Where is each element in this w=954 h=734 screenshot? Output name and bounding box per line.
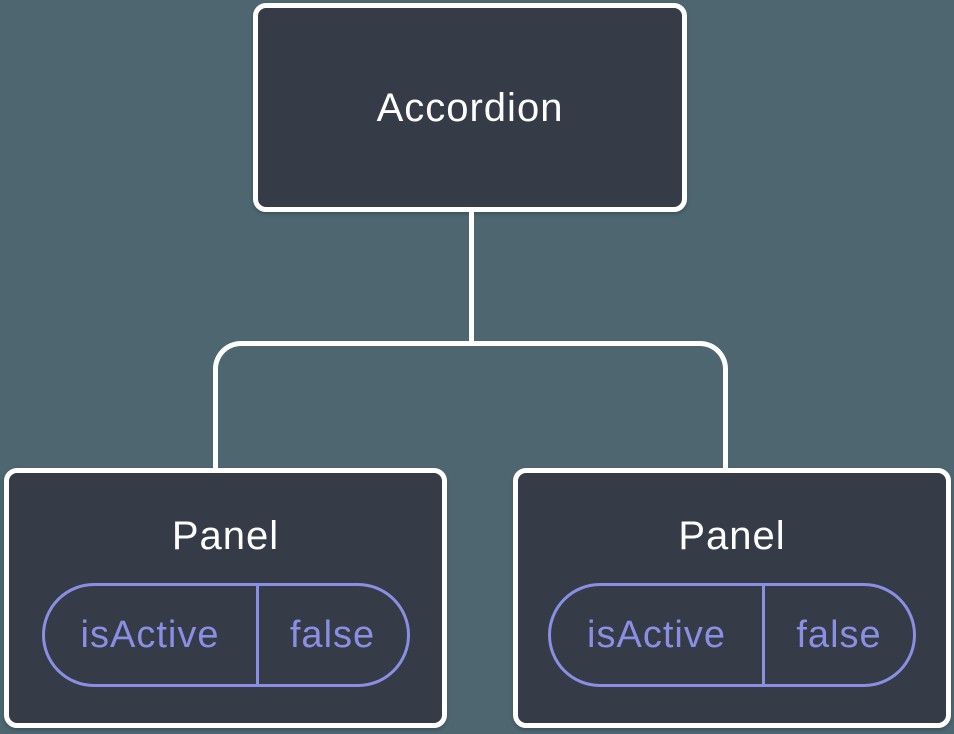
panel-right-label: Panel — [678, 514, 786, 558]
connector-bracket — [213, 341, 728, 469]
panel-left-label: Panel — [171, 514, 280, 558]
accordion-node-label: Accordion — [376, 85, 564, 130]
connector-stem — [469, 210, 474, 346]
panel-node-left: Panel isActive false — [4, 468, 447, 728]
panel-right-state-pill: isActive false — [548, 583, 916, 687]
panel-left-state-name: isActive — [45, 586, 259, 684]
panel-right-state-name: isActive — [551, 586, 766, 684]
panel-right-state-value: false — [796, 613, 882, 656]
panel-left-state-value: false — [289, 613, 376, 656]
panel-left-state-pill: isActive false — [41, 583, 410, 687]
accordion-node: Accordion — [253, 3, 687, 212]
panel-node-right: Panel isActive false — [513, 468, 951, 728]
